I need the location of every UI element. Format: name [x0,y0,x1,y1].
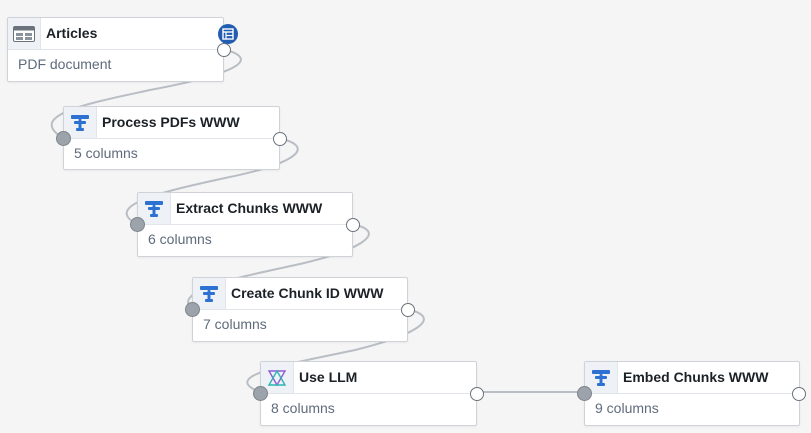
llm-icon [261,362,294,393]
node-header: Articles [8,18,238,50]
node-title: Use LLM [299,369,358,385]
node-header: Process PDFs WWW [64,107,279,139]
node-articles[interactable]: Articles PDF document [7,17,238,82]
node-subtitle: 5 columns [74,145,138,161]
node-header: Extract Chunks WWW [138,193,352,225]
edge-process-pdfs-extract-chunks [125,137,299,225]
node-title: Articles [46,25,98,41]
output-port[interactable] [470,387,484,401]
node-header: Embed Chunks WWW [585,362,799,394]
output-port[interactable] [217,43,231,57]
edge-articles-process-pdfs [50,48,242,139]
node-header: Create Chunk ID WWW [193,278,407,310]
transform-icon [138,193,171,224]
node-create-chunk-id[interactable]: Create Chunk ID WWW 7 columns [185,277,415,342]
input-port[interactable] [56,131,71,146]
node-title: Embed Chunks WWW [623,369,769,385]
node-subtitle: 9 columns [595,400,659,416]
node-use-llm[interactable]: Use LLM 8 columns [253,361,484,426]
node-process-pdfs[interactable]: Process PDFs WWW 5 columns [56,106,287,170]
node-subtitle: PDF document [18,56,112,72]
input-port[interactable] [253,386,268,401]
dataset-table-icon [8,18,41,49]
transform-icon [193,278,226,309]
output-port[interactable] [273,132,287,146]
input-port[interactable] [577,386,592,401]
node-title: Extract Chunks WWW [176,200,323,216]
output-port[interactable] [792,387,806,401]
node-subtitle: 7 columns [203,316,267,332]
node-header: Use LLM [261,362,476,394]
transform-icon [64,107,97,138]
edge-create-chunk-id-use-llm [246,308,425,393]
object-badge-icon[interactable] [218,24,238,44]
output-port[interactable] [401,303,415,317]
node-title: Process PDFs WWW [102,114,240,130]
node-extract-chunks[interactable]: Extract Chunks WWW 6 columns [130,192,360,257]
node-title: Create Chunk ID WWW [231,285,384,301]
input-port[interactable] [130,217,145,232]
input-port[interactable] [185,302,200,317]
transform-icon [585,362,618,393]
node-subtitle: 6 columns [148,231,212,247]
output-port[interactable] [346,218,360,232]
node-embed-chunks[interactable]: Embed Chunks WWW 9 columns [577,361,806,426]
node-subtitle: 8 columns [271,400,335,416]
